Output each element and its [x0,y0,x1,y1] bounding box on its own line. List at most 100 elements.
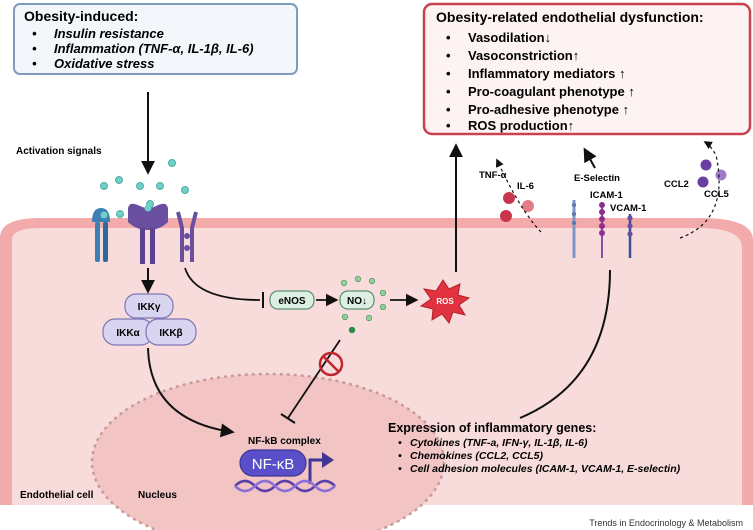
receptor-to-enos-inhibition [184,267,261,301]
dna-strand-2 [234,479,336,493]
dysfunction-list: • Vasodilation↓ • Vasoconstriction↑ • In… [446,30,635,133]
no-particle [379,303,387,311]
receptor-purple-large-stem-left [140,228,145,264]
enos-node [269,290,315,310]
dna-helix [234,479,336,493]
no-particle [365,314,373,322]
receptor-purple-bound-ligand [144,204,152,212]
receptor-purple-small-arm-left [176,211,184,262]
ligand-dot [100,182,108,190]
icam1-bead [599,209,605,215]
prohibited-icon-ring [318,351,344,377]
genes-to-adhesion-arrow [519,269,611,419]
no-label: NO↓ [347,296,367,307]
no-particles [340,275,387,322]
vcam1-bead [627,223,633,229]
genes-bullet-3: • [398,463,402,475]
obesity-box-title: Obesity-induced: [24,8,138,24]
ligand-dot [181,186,189,194]
dysfunction-bullet-1: • [446,30,451,45]
icam1-label: ICAM-1 [590,190,623,201]
ikk-gamma-node [124,293,174,319]
obesity-box [13,3,298,75]
obesity-item-3: Oxidative stress [54,56,154,71]
nfkb-inhibition-bar [280,413,296,424]
obesity-bullet-1: • [32,26,37,41]
dysfunction-bullet-6: • [446,118,451,133]
vcam1-molecule [627,214,633,258]
e-selectin-label: E-Selectin [574,173,620,184]
icam1-bead [599,216,605,222]
receptor-blue [92,208,110,262]
no-particle-dark [348,326,356,334]
ligand-dot [115,176,123,184]
e-selectin-bead [571,220,577,226]
tnf-alpha-molecule [503,192,515,204]
dysfunction-item-5: Pro-adhesive phenotype ↑ [468,102,629,117]
icam1-molecule [599,202,605,258]
transcription-arrow [308,458,324,484]
ligand-dot [156,182,164,190]
ccl2-molecule [697,176,709,188]
ikk-beta-node [145,318,197,346]
cytokine-secretion-arrow [495,158,542,233]
ligand-dot [116,210,124,218]
vcam1-bead [627,215,633,221]
dysfunction-bullet-5: • [446,102,451,117]
e-selectin-arrow [583,147,597,169]
dysfunction-box [422,2,752,136]
ccl2-molecule [700,159,712,171]
dysfunction-item-4: Pro-coagulant phenotype ↑ [468,84,635,99]
obesity-bullet-2: • [32,41,37,56]
ros-label: ROS [436,297,454,306]
tnf-alpha-molecule [500,210,512,222]
no-particle [354,275,362,283]
chemokine-secretion-arrow [679,141,720,239]
ligand-dot [136,182,144,190]
ikk-to-nfkb-arrow [147,347,235,438]
prohibited-icon [318,351,344,377]
nucleus-label: Nucleus [138,490,177,501]
receptor-blue-stem-left [95,222,100,262]
dysfunction-item-1: Vasodilation↓ [468,30,551,45]
receptor-blue-bound-ligand [100,211,108,219]
vcam1-bead [627,231,633,237]
nfkb-node [239,449,307,477]
obesity-item-2: Inflammation (TNF-α, IL-1β, IL-6) [54,41,254,56]
genes-bullet-2: • [398,450,402,462]
dysfunction-item-2: Vasoconstriction↑ [468,48,579,63]
dna-strand-1 [234,479,336,493]
journal-footer: Trends in Endocrinology & Metabolism [589,518,743,528]
receptor-blue-stem-right [103,222,108,262]
ccl5-molecule [715,169,727,181]
receptor-purple-large-stem-right [150,228,155,264]
nfkb-label: NF-κB [252,456,295,473]
icam1-bead [599,223,605,229]
no-particle [341,313,349,321]
receptor-purple-large-head [128,203,168,230]
ligand-dots [100,159,189,218]
no-particle [379,289,387,297]
il6-label: IL-6 [517,181,534,192]
tnf-alpha-label: TNF-α [479,170,507,181]
enos-label: eNOS [278,296,306,307]
ikk-gamma-label: IKKγ [138,302,161,313]
genes-item-2: Chemokines (CCL2, CCL5) [410,450,544,462]
receptor-purple-large [128,203,168,264]
receptor-purple-small-arm-right [190,211,198,262]
genes-bullet-1: • [398,437,402,449]
activation-signals-label: Activation signals [16,146,102,157]
ccl5-label: CCL5 [704,189,730,200]
e-selectin-bead [571,211,577,217]
ikk-beta-label: IKKβ [159,328,182,339]
obesity-item-1: Insulin resistance [54,26,164,41]
prohibited-icon-slash [322,355,340,373]
dysfunction-item-6: ROS production↑ [468,118,574,133]
receptor-purple-small [176,211,198,262]
ligand-dot [168,159,176,167]
icam1-bead [599,202,605,208]
transcription-arrowhead [322,452,334,468]
genes-item-1: Cytokines (TNF-a, IFN-γ, IL-1β, IL-6) [410,437,588,449]
